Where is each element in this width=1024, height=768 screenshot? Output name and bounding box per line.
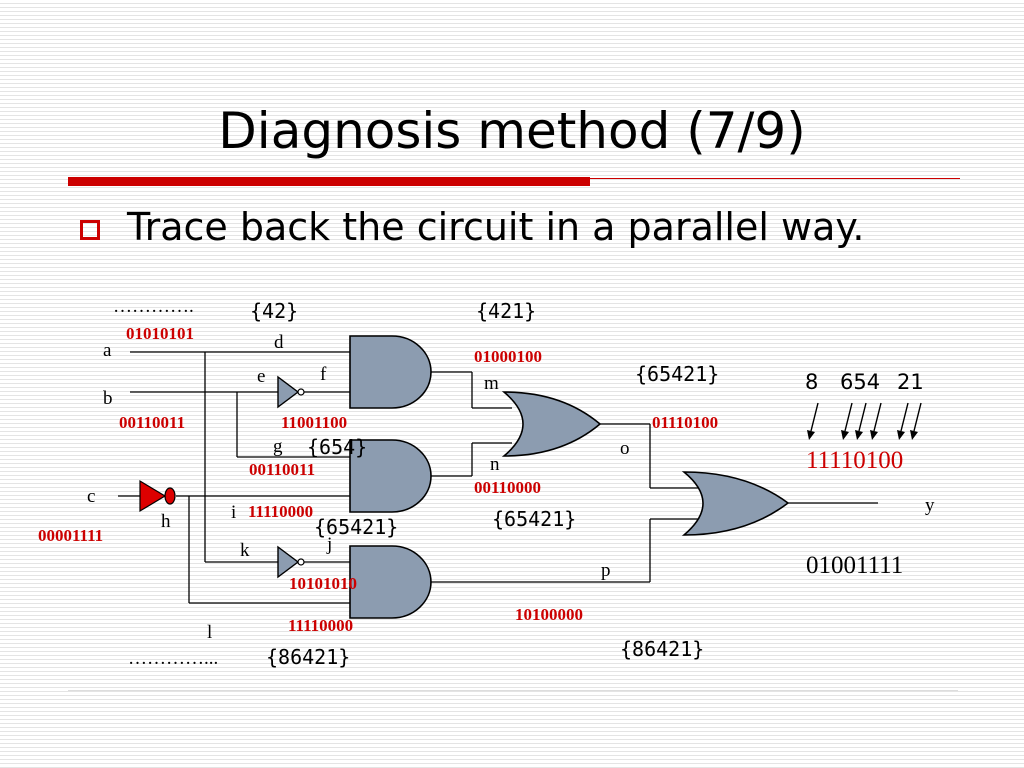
position-21: 21	[897, 370, 924, 394]
label-e: e	[257, 366, 265, 387]
value-p: 10100000	[515, 605, 583, 624]
or-gate-2	[681, 471, 790, 536]
label-l: l	[207, 622, 212, 643]
fault-inverter-h	[139, 479, 167, 513]
ellipsis-top: ………….	[113, 296, 194, 317]
and-gate-3	[349, 545, 432, 619]
value-g: 00110011	[249, 460, 315, 479]
value-m: 01000100	[474, 347, 542, 366]
value-i: 11110000	[248, 502, 313, 521]
fault-set-n: {65421}	[492, 507, 576, 531]
label-a: a	[103, 340, 112, 361]
fault-set-top-left: {42}	[250, 299, 298, 323]
label-h: h	[161, 511, 171, 532]
slide-title: Diagnosis method (7/9)	[218, 102, 806, 160]
inverter-k	[277, 545, 300, 579]
position-arrows	[807, 402, 922, 440]
label-y: y	[925, 495, 935, 516]
wires	[118, 351, 878, 604]
fault-set-p: {86421}	[620, 637, 704, 661]
bullet-square-icon	[80, 220, 100, 240]
position-654: 654	[840, 370, 880, 394]
fault-set-i: {65421}	[314, 515, 398, 539]
fault-set-g: {654}	[307, 435, 367, 459]
value-n: 00110000	[474, 478, 541, 497]
or-gate-1	[501, 391, 602, 457]
label-o: o	[620, 438, 630, 459]
value-o: 01110100	[652, 413, 718, 432]
title-underline-thin	[590, 178, 960, 179]
bullet-text: Trace back the circuit in a parallel way…	[127, 205, 865, 249]
observed-output: 01001111	[806, 552, 903, 579]
label-i: i	[231, 502, 236, 523]
value-k: 10101010	[289, 574, 357, 593]
label-d: d	[274, 332, 284, 353]
value-f: 11001100	[281, 413, 347, 432]
value-a: 01010101	[126, 324, 194, 343]
label-n: n	[490, 454, 500, 475]
footer-divider	[68, 690, 958, 691]
label-c: c	[87, 486, 95, 507]
label-f: f	[320, 364, 327, 385]
inverter-e	[277, 375, 300, 409]
title-underline-thick	[68, 177, 590, 186]
label-k: k	[240, 540, 250, 561]
label-m: m	[484, 373, 499, 394]
fault-set-m: {421}	[476, 299, 536, 323]
value-c: 00001111	[38, 526, 103, 545]
value-b: 00110011	[119, 413, 185, 432]
and-gate-2	[349, 439, 432, 513]
label-b: b	[103, 388, 113, 409]
label-p: p	[601, 560, 611, 581]
expected-output: 11110100	[806, 447, 903, 474]
and-gate-1	[349, 335, 432, 409]
fault-set-bottom: {86421}	[266, 645, 350, 669]
fault-set-o: {65421}	[635, 362, 719, 386]
position-8: 8	[805, 370, 818, 394]
ellipsis-bottom: …………...	[128, 648, 218, 669]
label-g: g	[273, 436, 283, 457]
label-j: j	[326, 534, 332, 555]
value-l: 11110000	[288, 616, 353, 635]
